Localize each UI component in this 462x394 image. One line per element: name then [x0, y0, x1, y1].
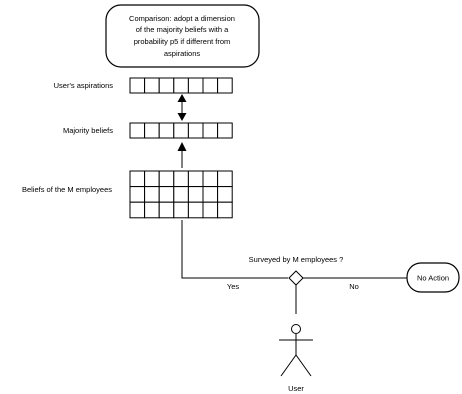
majority-belief-cell	[158, 122, 175, 139]
employee-belief-cell	[158, 201, 175, 219]
employee-belief-cell	[202, 170, 219, 188]
aggregation-arrow	[177, 142, 187, 168]
comparison-text-line-3: probability p5 if different from	[134, 37, 231, 46]
aspiration-cell	[129, 77, 146, 94]
employee-belief-cell	[187, 186, 204, 203]
no-action-label: No Action	[417, 274, 449, 283]
arrow-head-down	[177, 113, 187, 121]
yes-label: Yes	[227, 282, 239, 291]
employee-belief-cell	[129, 170, 146, 188]
aspiration-cell	[173, 77, 189, 94]
no-action-box	[406, 262, 460, 293]
employee-belief-cell	[217, 201, 233, 219]
aspiration-cell	[217, 77, 233, 94]
comparison-text-line-1: Comparison: adopt a dimension	[129, 14, 235, 23]
employee-belief-cell	[187, 201, 204, 219]
comparison-text-line-4: aspirations	[164, 49, 201, 58]
decision-question: Surveyed by M employees ?	[249, 255, 344, 264]
aggregation-arrow-head	[177, 142, 187, 151]
employee-belief-cell	[173, 201, 189, 219]
employee-belief-cell	[217, 170, 233, 188]
employee-belief-cell	[158, 170, 175, 188]
aspiration-cell	[202, 77, 219, 94]
user-aspirations-label: User's aspirations	[54, 81, 114, 90]
majority-belief-cell	[144, 122, 160, 139]
decision-diamond	[288, 270, 304, 286]
employee-belief-cell	[217, 186, 233, 203]
no-label: No	[349, 282, 359, 291]
majority-belief-cell	[217, 122, 233, 139]
user-right-leg	[295, 354, 312, 377]
majority-belief-cell	[129, 122, 146, 139]
majority-beliefs-label: Majority beliefs	[63, 126, 113, 135]
employee-belief-cell	[173, 186, 189, 203]
comparison-box: Comparison: adopt a dimension of the maj…	[105, 4, 260, 68]
employee-beliefs-matrix	[129, 170, 233, 219]
comparison-text-line-2: of the majority beliefs with a	[136, 25, 229, 34]
user-left-leg	[280, 354, 297, 377]
yes-connector-line	[181, 220, 288, 279]
employee-belief-cell	[202, 186, 219, 203]
majority-beliefs-vector	[129, 122, 233, 139]
aspiration-cell	[158, 77, 175, 94]
aspiration-cell	[144, 77, 160, 94]
bidirectional-arrow	[177, 94, 187, 121]
employee-beliefs-label: Beliefs of the M employees	[22, 185, 112, 194]
majority-belief-cell	[173, 122, 189, 139]
employee-belief-cell	[144, 201, 160, 219]
employee-belief-cell	[144, 170, 160, 188]
aspiration-cell	[187, 77, 204, 94]
employee-belief-cell	[144, 186, 160, 203]
employee-belief-cell	[129, 201, 146, 219]
employee-belief-cell	[187, 170, 204, 188]
employee-belief-cell	[158, 186, 175, 203]
employee-belief-cell	[129, 186, 146, 203]
user-aspirations-vector	[129, 77, 233, 94]
comparison-box-shape	[105, 4, 260, 68]
majority-belief-cell	[187, 122, 204, 139]
user-label: User	[288, 384, 304, 393]
user-stick-figure	[279, 324, 313, 377]
employee-belief-cell	[173, 170, 189, 188]
arrow-head-up	[177, 94, 187, 102]
user-head	[291, 324, 301, 334]
employee-belief-cell	[202, 201, 219, 219]
majority-belief-cell	[202, 122, 219, 139]
